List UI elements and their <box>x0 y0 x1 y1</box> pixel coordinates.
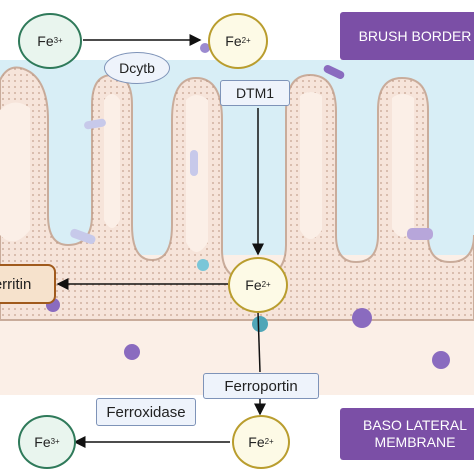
bacteria <box>323 65 345 79</box>
ferroportin-text: Ferroportin <box>224 377 298 395</box>
basolateral-membrane-label: BASO LATERAL MEMBRANE <box>340 408 474 460</box>
ferroxidase-text: Ferroxidase <box>106 403 186 421</box>
vesicle <box>124 344 140 360</box>
vesicle <box>352 308 372 328</box>
fe3-label: Fe <box>34 434 51 450</box>
bacteria <box>84 118 106 130</box>
vesicle <box>432 351 450 369</box>
fe2-label: Fe <box>248 434 265 450</box>
bacteria <box>252 316 268 332</box>
fe2-label: Fe <box>225 33 242 49</box>
villus-core <box>104 94 120 228</box>
villus-core <box>300 92 322 239</box>
bacteria <box>200 43 210 53</box>
dcytb-text: Dcytb <box>119 60 155 76</box>
villus-core <box>0 102 30 242</box>
ferritin-box: Ferritin <box>0 264 56 304</box>
brush-border-label: BRUSH BORDER <box>340 12 474 60</box>
villus-core <box>392 94 414 237</box>
fe3-label: Fe <box>37 33 54 49</box>
ferritin-text: Ferritin <box>0 275 32 293</box>
dcytb-label: Dcytb <box>104 52 170 84</box>
bacteria <box>197 259 209 271</box>
arrow-fe2-to-ferroportin <box>257 311 261 373</box>
dtm1-label: DTM1 <box>220 80 290 106</box>
brush-border-text: BRUSH BORDER <box>358 27 472 44</box>
basolateral-text: BASO LATERAL MEMBRANE <box>362 417 467 450</box>
bacteria <box>70 228 96 245</box>
ferroxidase-label: Ferroxidase <box>96 398 196 426</box>
bacteria <box>190 150 198 176</box>
bacteria <box>407 228 433 240</box>
ferroportin-label: Ferroportin <box>203 373 319 399</box>
dtm1-text: DTM1 <box>235 85 275 101</box>
fe2-label: Fe <box>245 277 262 293</box>
